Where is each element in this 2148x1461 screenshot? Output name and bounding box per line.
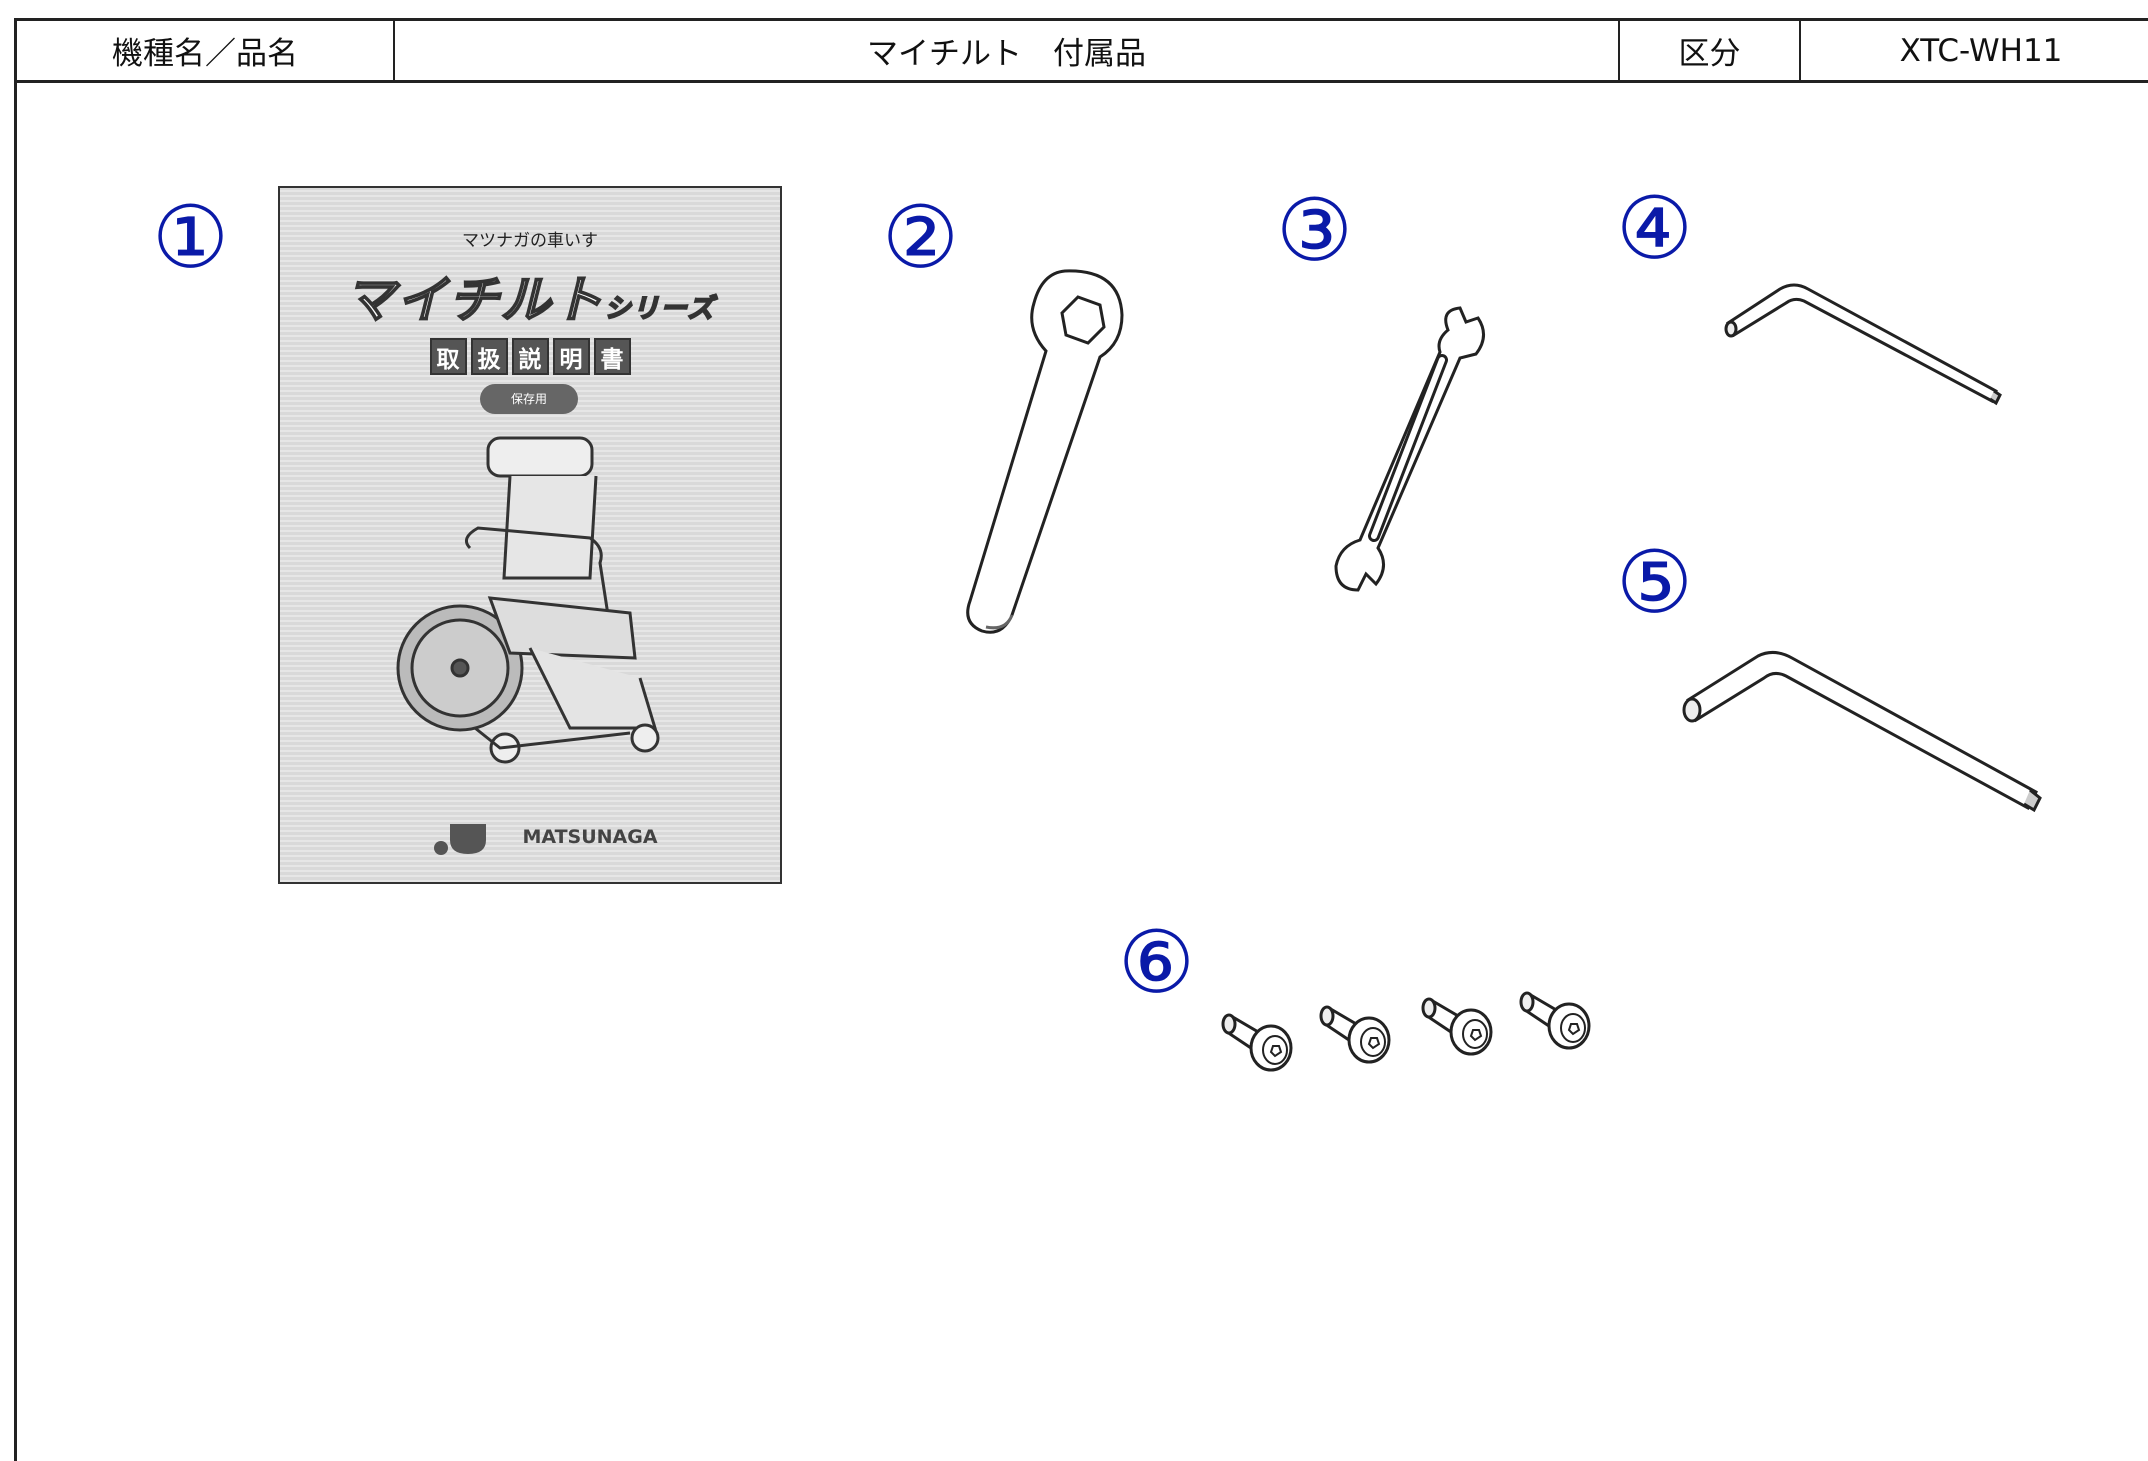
manual-heading-char: 書 [593, 338, 631, 375]
header-category-value: XTC-WH11 [1899, 32, 2063, 69]
bolts-icon [1221, 991, 1591, 1072]
item-number-1: ① [152, 188, 230, 288]
wrench-icon [966, 269, 1124, 634]
manual-title-suffix: シリーズ [604, 293, 716, 325]
manual-heading: 取 扱 説 明 書 [280, 338, 780, 375]
bolt-icon [1421, 997, 1493, 1056]
header-label-category: 区分 [1620, 21, 1801, 80]
spanner-icon [1334, 306, 1485, 592]
item-number-2: ② [882, 188, 960, 288]
manual-heading-char: 説 [511, 338, 549, 375]
item-number-4: ④ [1616, 179, 1694, 279]
item-number-5: ⑤ [1616, 533, 1694, 633]
manual-heading-char: 扱 [470, 338, 508, 375]
header-label-name: 機種名／品名 [17, 21, 395, 80]
manual-brand: MATSUNAGA [522, 826, 658, 848]
bolt-icon [1519, 991, 1591, 1050]
manual-title: マイチルトシリーズ [280, 260, 780, 332]
manual-heading-char: 明 [552, 338, 590, 375]
bolt-icon [1221, 1013, 1293, 1072]
matsunaga-logo [434, 824, 486, 855]
item-number-3: ③ [1276, 181, 1354, 281]
manual-cover-image: マツナガの車いす マイチルトシリーズ 取 扱 説 明 書 保存用 MATSUNA… [278, 186, 782, 884]
item-number-6: ⑥ [1118, 913, 1196, 1013]
document-sheet: 機種名／品名 マイチルト 付属品 区分 XTC-WH11 [14, 18, 2148, 1461]
header-table: 機種名／品名 マイチルト 付属品 区分 XTC-WH11 [17, 21, 2148, 83]
header-product-name: マイチルト 付属品 [395, 21, 1620, 80]
manual-heading-char: 取 [429, 338, 467, 375]
hex-key-small-icon [1724, 283, 2002, 406]
bolt-icon [1319, 1005, 1391, 1064]
hex-key-large-icon [1682, 651, 2042, 813]
wheelchair-illustration [396, 436, 660, 764]
manual-pill: 保存用 [480, 384, 578, 414]
manual-title-main: マイチルト [344, 270, 605, 330]
manual-subtitle: マツナガの車いす [462, 231, 598, 251]
